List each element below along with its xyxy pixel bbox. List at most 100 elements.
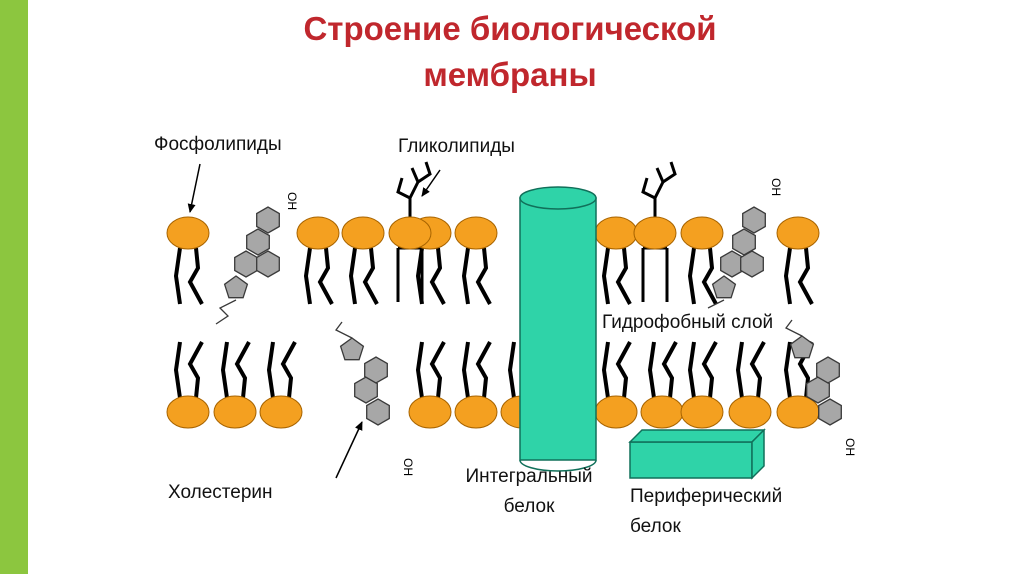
lipid-tail	[601, 341, 610, 399]
oh-label: OH	[843, 438, 857, 456]
slide-title: Строение биологической мембраны	[170, 6, 850, 98]
glycolipid-head	[388, 216, 432, 250]
phospholipid-head	[296, 216, 340, 250]
lipid-tail	[173, 247, 182, 305]
phospholipid-head	[454, 216, 498, 250]
arrow-phospholipids	[187, 163, 201, 213]
lipid-tail	[507, 341, 516, 399]
sugar-chain	[396, 177, 411, 200]
oh-label: OH	[401, 458, 415, 476]
sterol-ring	[806, 376, 830, 404]
lipid-tail	[303, 247, 312, 305]
phospholipid-head	[776, 395, 820, 429]
sterol-ring	[818, 398, 842, 426]
lipid-tail	[797, 247, 814, 305]
phospholipid-head	[776, 216, 820, 250]
sterol-ring	[256, 250, 280, 278]
phospholipid-head	[166, 216, 210, 250]
lipid-tail	[461, 341, 470, 399]
lipid-tail	[234, 341, 251, 399]
sterol-tail	[215, 299, 237, 325]
cholesterol	[707, 206, 766, 309]
sterol-ring	[354, 376, 378, 404]
phospholipid-head	[259, 395, 303, 429]
accent-bar	[0, 0, 28, 574]
sterol-tail	[707, 299, 725, 309]
lipid-tail	[429, 247, 446, 305]
integral-protein-top	[519, 186, 597, 210]
sterol-ring	[223, 275, 249, 299]
phospholipid-head	[594, 216, 638, 250]
lipid-tail	[701, 247, 718, 305]
lipid-tail	[220, 341, 229, 399]
phospholipid-head	[408, 395, 452, 429]
phospholipid-head	[728, 395, 772, 429]
lipid-tail	[749, 341, 766, 399]
lipid-tail	[187, 247, 204, 305]
lipid-tail	[415, 341, 424, 399]
cholesterol	[335, 321, 390, 426]
sugar-chain	[408, 167, 420, 218]
lipid-tail	[647, 341, 656, 399]
lipid-tail	[317, 247, 334, 305]
label-peripheral-protein: Периферический белок	[630, 486, 782, 538]
lipid-tail	[735, 341, 744, 399]
pointer-arrows	[187, 163, 441, 479]
phospholipid-head	[680, 216, 724, 250]
phospholipid-head	[640, 395, 684, 429]
lipid-tail	[687, 341, 696, 399]
label-hydrophobic-layer: Гидрофобный слой	[598, 312, 778, 334]
lipid-tail	[429, 341, 446, 399]
lipid-tail	[783, 341, 792, 399]
sterol-ring	[816, 356, 840, 384]
title-line-2: мембраны	[423, 56, 597, 93]
label-cholesterol: Холестерин	[168, 482, 273, 503]
lipid-tail	[461, 247, 470, 305]
lipid-tail	[687, 247, 696, 305]
lipid-tail	[280, 341, 297, 399]
label-integral-protein-line1: Интегральный	[465, 466, 593, 487]
arrow-glycolipids	[421, 169, 441, 197]
cholesterol	[215, 206, 280, 325]
sterol-ring	[234, 250, 258, 278]
sterol-ring	[339, 337, 365, 361]
phospholipid-head	[213, 395, 257, 429]
phospholipid-head	[680, 395, 724, 429]
sterol-ring	[711, 275, 737, 299]
lipid-tail	[362, 247, 379, 305]
lipid-tail	[615, 341, 632, 399]
lipid-heads	[166, 216, 820, 429]
peripheral-protein	[628, 428, 766, 480]
oh-label: OH	[285, 192, 299, 210]
label-integral-protein-line2: белок	[503, 496, 555, 517]
lipid-tail	[266, 341, 275, 399]
sterol-tail	[335, 321, 353, 339]
hydroxyl-labels: OH OH OH OH	[285, 178, 857, 476]
sterol-ring	[246, 228, 270, 256]
peripheral-protein-side	[751, 428, 765, 480]
sterol-ring	[364, 356, 388, 384]
lipid-tail	[475, 341, 492, 399]
sterol-tail	[785, 319, 803, 337]
lipid-tail	[348, 247, 357, 305]
peripheral-protein-top	[628, 429, 766, 443]
sugar-chain	[653, 167, 665, 218]
lipid-tail	[601, 247, 610, 305]
phospholipid-head	[454, 395, 498, 429]
sterol-ring	[740, 250, 764, 278]
sterol-ring	[742, 206, 766, 234]
integral-protein-body	[519, 197, 597, 461]
lipid-tail	[173, 341, 182, 399]
phospholipid-head	[594, 395, 638, 429]
sterol-ring	[789, 335, 815, 359]
membrane-diagram: OH OH OH OH Фосфолипиды Гликолипиды Гидр…	[140, 120, 880, 560]
integral-protein	[519, 186, 597, 472]
glycolipid-head	[633, 216, 677, 250]
phospholipid-head	[166, 395, 210, 429]
oh-label: OH	[769, 178, 783, 196]
membrane-drawing: OH OH OH OH	[166, 161, 857, 480]
integral-protein-bottom	[519, 459, 597, 472]
label-integral-protein: Интегральный белок	[434, 466, 624, 518]
title-line-1: Строение биологической	[303, 10, 717, 47]
lipid-tail	[475, 247, 492, 305]
